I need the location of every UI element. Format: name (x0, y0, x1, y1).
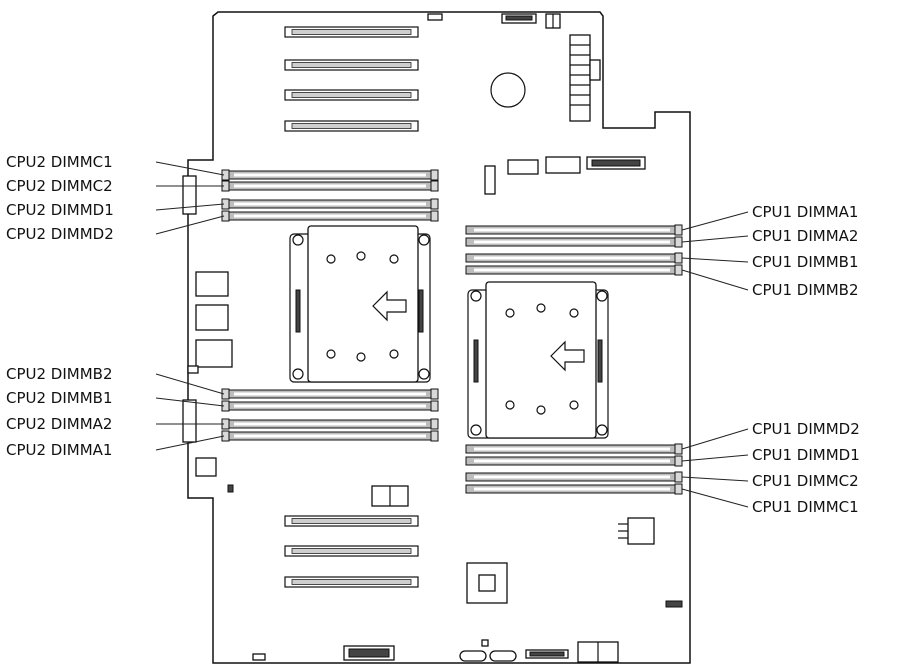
cmos-battery (490, 72, 526, 108)
pcie-slots-bottom (284, 515, 419, 588)
system-board-outline (187, 11, 691, 664)
mid-connectors (484, 156, 646, 195)
cpu1-socket (467, 281, 609, 439)
cpu1-dimm-slots (465, 224, 683, 495)
top-connectors (427, 13, 561, 29)
label-cpu1-dimmc2: CPU1 DIMMC2 (752, 472, 859, 490)
leader-lines-left (155, 161, 225, 451)
cpu1-labels: CPU1 DIMMA1 CPU1 DIMMA2 CPU1 DIMMB1 CPU1… (752, 203, 860, 516)
label-cpu2-dimma1: CPU2 DIMMA1 (6, 441, 112, 459)
cpu2-socket (289, 225, 431, 383)
label-cpu1-dimmc1: CPU1 DIMMC1 (752, 498, 859, 516)
label-cpu1-dimma2: CPU1 DIMMA2 (752, 227, 858, 245)
label-cpu1-dimmb1: CPU1 DIMMB1 (752, 253, 859, 271)
label-cpu1-dimmb2: CPU1 DIMMB2 (752, 281, 859, 299)
label-cpu2-dimmc1: CPU2 DIMMC1 (6, 153, 113, 171)
rear-io-left (182, 175, 234, 493)
label-cpu2-dimmb1: CPU2 DIMMB1 (6, 389, 113, 407)
cpu2-dimm-slots (221, 169, 439, 442)
power-connector-24pin (569, 34, 601, 122)
label-cpu2-dimmd2: CPU2 DIMMD2 (6, 225, 114, 243)
label-cpu1-dimmd2: CPU1 DIMMD2 (752, 420, 860, 438)
label-cpu2-dimmb2: CPU2 DIMMB2 (6, 365, 113, 383)
cpu2-labels: CPU2 DIMMC1 CPU2 DIMMC2 CPU2 DIMMD1 CPU2… (6, 153, 114, 459)
pcie-slots-top (284, 26, 419, 132)
label-cpu2-dimma2: CPU2 DIMMA2 (6, 415, 112, 433)
airflow-arrow-icon (550, 340, 585, 372)
label-cpu2-dimmd1: CPU2 DIMMD1 (6, 201, 114, 219)
label-cpu1-dimma1: CPU1 DIMMA1 (752, 203, 858, 221)
leader-lines-right (681, 211, 749, 508)
lower-components (252, 485, 683, 663)
label-cpu2-dimmc2: CPU2 DIMMC2 (6, 177, 113, 195)
label-cpu1-dimmd1: CPU1 DIMMD1 (752, 446, 860, 464)
airflow-arrow-icon (372, 290, 407, 322)
